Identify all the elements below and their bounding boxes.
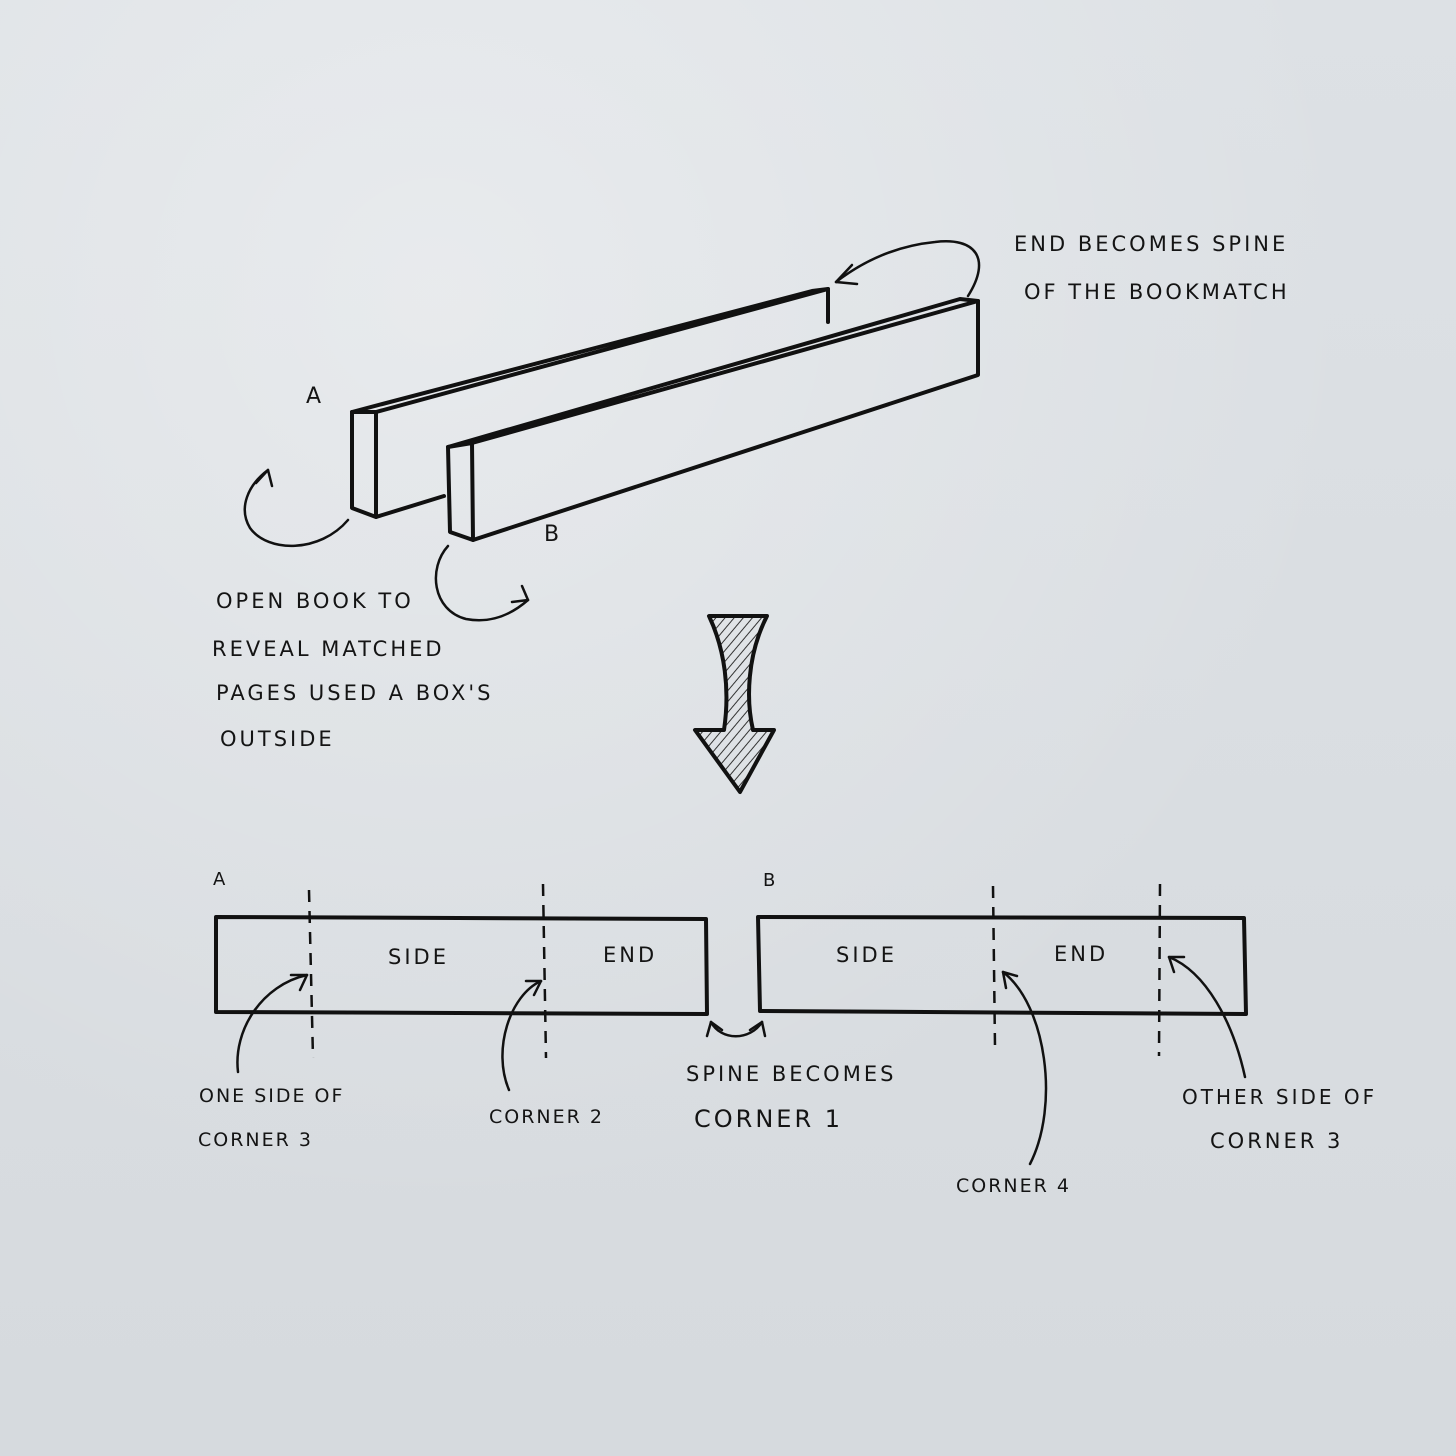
board-b-end-face [446, 441, 475, 542]
corner3-left-arrowhead [289, 973, 309, 992]
top-label-a: A [306, 384, 322, 409]
spine-note-2: CORNER 1 [694, 1105, 844, 1133]
board-a-corner2-line [541, 883, 548, 1059]
board-b-flat [756, 883, 1248, 1057]
open-note-line-3: PAGES USED A BOX'S [216, 681, 494, 705]
corner4-arrow [1001, 970, 1048, 1166]
open-book-arrowhead-a [254, 468, 274, 488]
board-b-outline [756, 915, 1248, 1016]
corner2-arrowhead [524, 979, 543, 997]
corner3-right-arrowhead [1167, 955, 1186, 974]
open-note-line-4: OUTSIDE [220, 727, 335, 751]
board-a-top-face [350, 287, 830, 414]
spine-arrow [709, 1020, 764, 1038]
bottom-label-a: A [213, 869, 226, 890]
spine-note-1: SPINE BECOMES [686, 1062, 897, 1086]
end-note-line-2: OF THE BOOKMATCH [1024, 280, 1290, 304]
end-to-spine-arrow [834, 240, 981, 298]
end-note-line-1: END BECOMES SPINE [1014, 232, 1289, 256]
open-book-arrow-b [434, 544, 530, 622]
open-note-line-1: OPEN BOOK TO [216, 589, 414, 613]
board-a-outline [214, 915, 709, 1016]
corner3-right-note-1: OTHER SIDE OF [1182, 1085, 1378, 1109]
board-b-end-label: END [1054, 942, 1109, 966]
corner3-left-arrow [236, 973, 309, 1074]
bottom-label-b: B [763, 870, 776, 891]
corner2-arrow [501, 979, 543, 1092]
open-book-arrowhead-b [510, 584, 530, 604]
board-b-3d [446, 297, 980, 542]
board-b-long-face [471, 299, 980, 542]
corner3-left-note-2: CORNER 3 [198, 1129, 313, 1151]
open-book-arrow-a [243, 468, 350, 547]
board-a-bottom-edge [374, 494, 446, 519]
end-to-spine-arrowhead [834, 263, 859, 286]
board-a-3d [350, 287, 830, 519]
corner3-right-note-2: CORNER 3 [1210, 1129, 1344, 1153]
transform-down-arrow [693, 614, 776, 794]
board-a-side-label: SIDE [388, 945, 449, 969]
corner4-note: CORNER 4 [956, 1175, 1071, 1197]
corner4-arrowhead [1001, 970, 1019, 990]
corner3-right-arrow [1167, 955, 1247, 1079]
board-b-corner3-line [1157, 883, 1162, 1057]
board-b-side-label: SIDE [836, 943, 897, 967]
board-b-corner4-line [991, 885, 997, 1048]
board-b-top-face [446, 297, 980, 449]
spine-arrowheads [705, 1020, 767, 1038]
top-label-b: B [544, 522, 560, 547]
open-note-line-2: REVEAL MATCHED [212, 637, 445, 661]
corner2-note: CORNER 2 [489, 1106, 604, 1128]
board-a-end-label: END [603, 943, 658, 967]
board-a-flat [214, 883, 709, 1059]
board-a-end-face [350, 410, 378, 519]
board-a-corner3-line [307, 889, 315, 1059]
corner3-left-note-1: ONE SIDE OF [199, 1085, 345, 1107]
